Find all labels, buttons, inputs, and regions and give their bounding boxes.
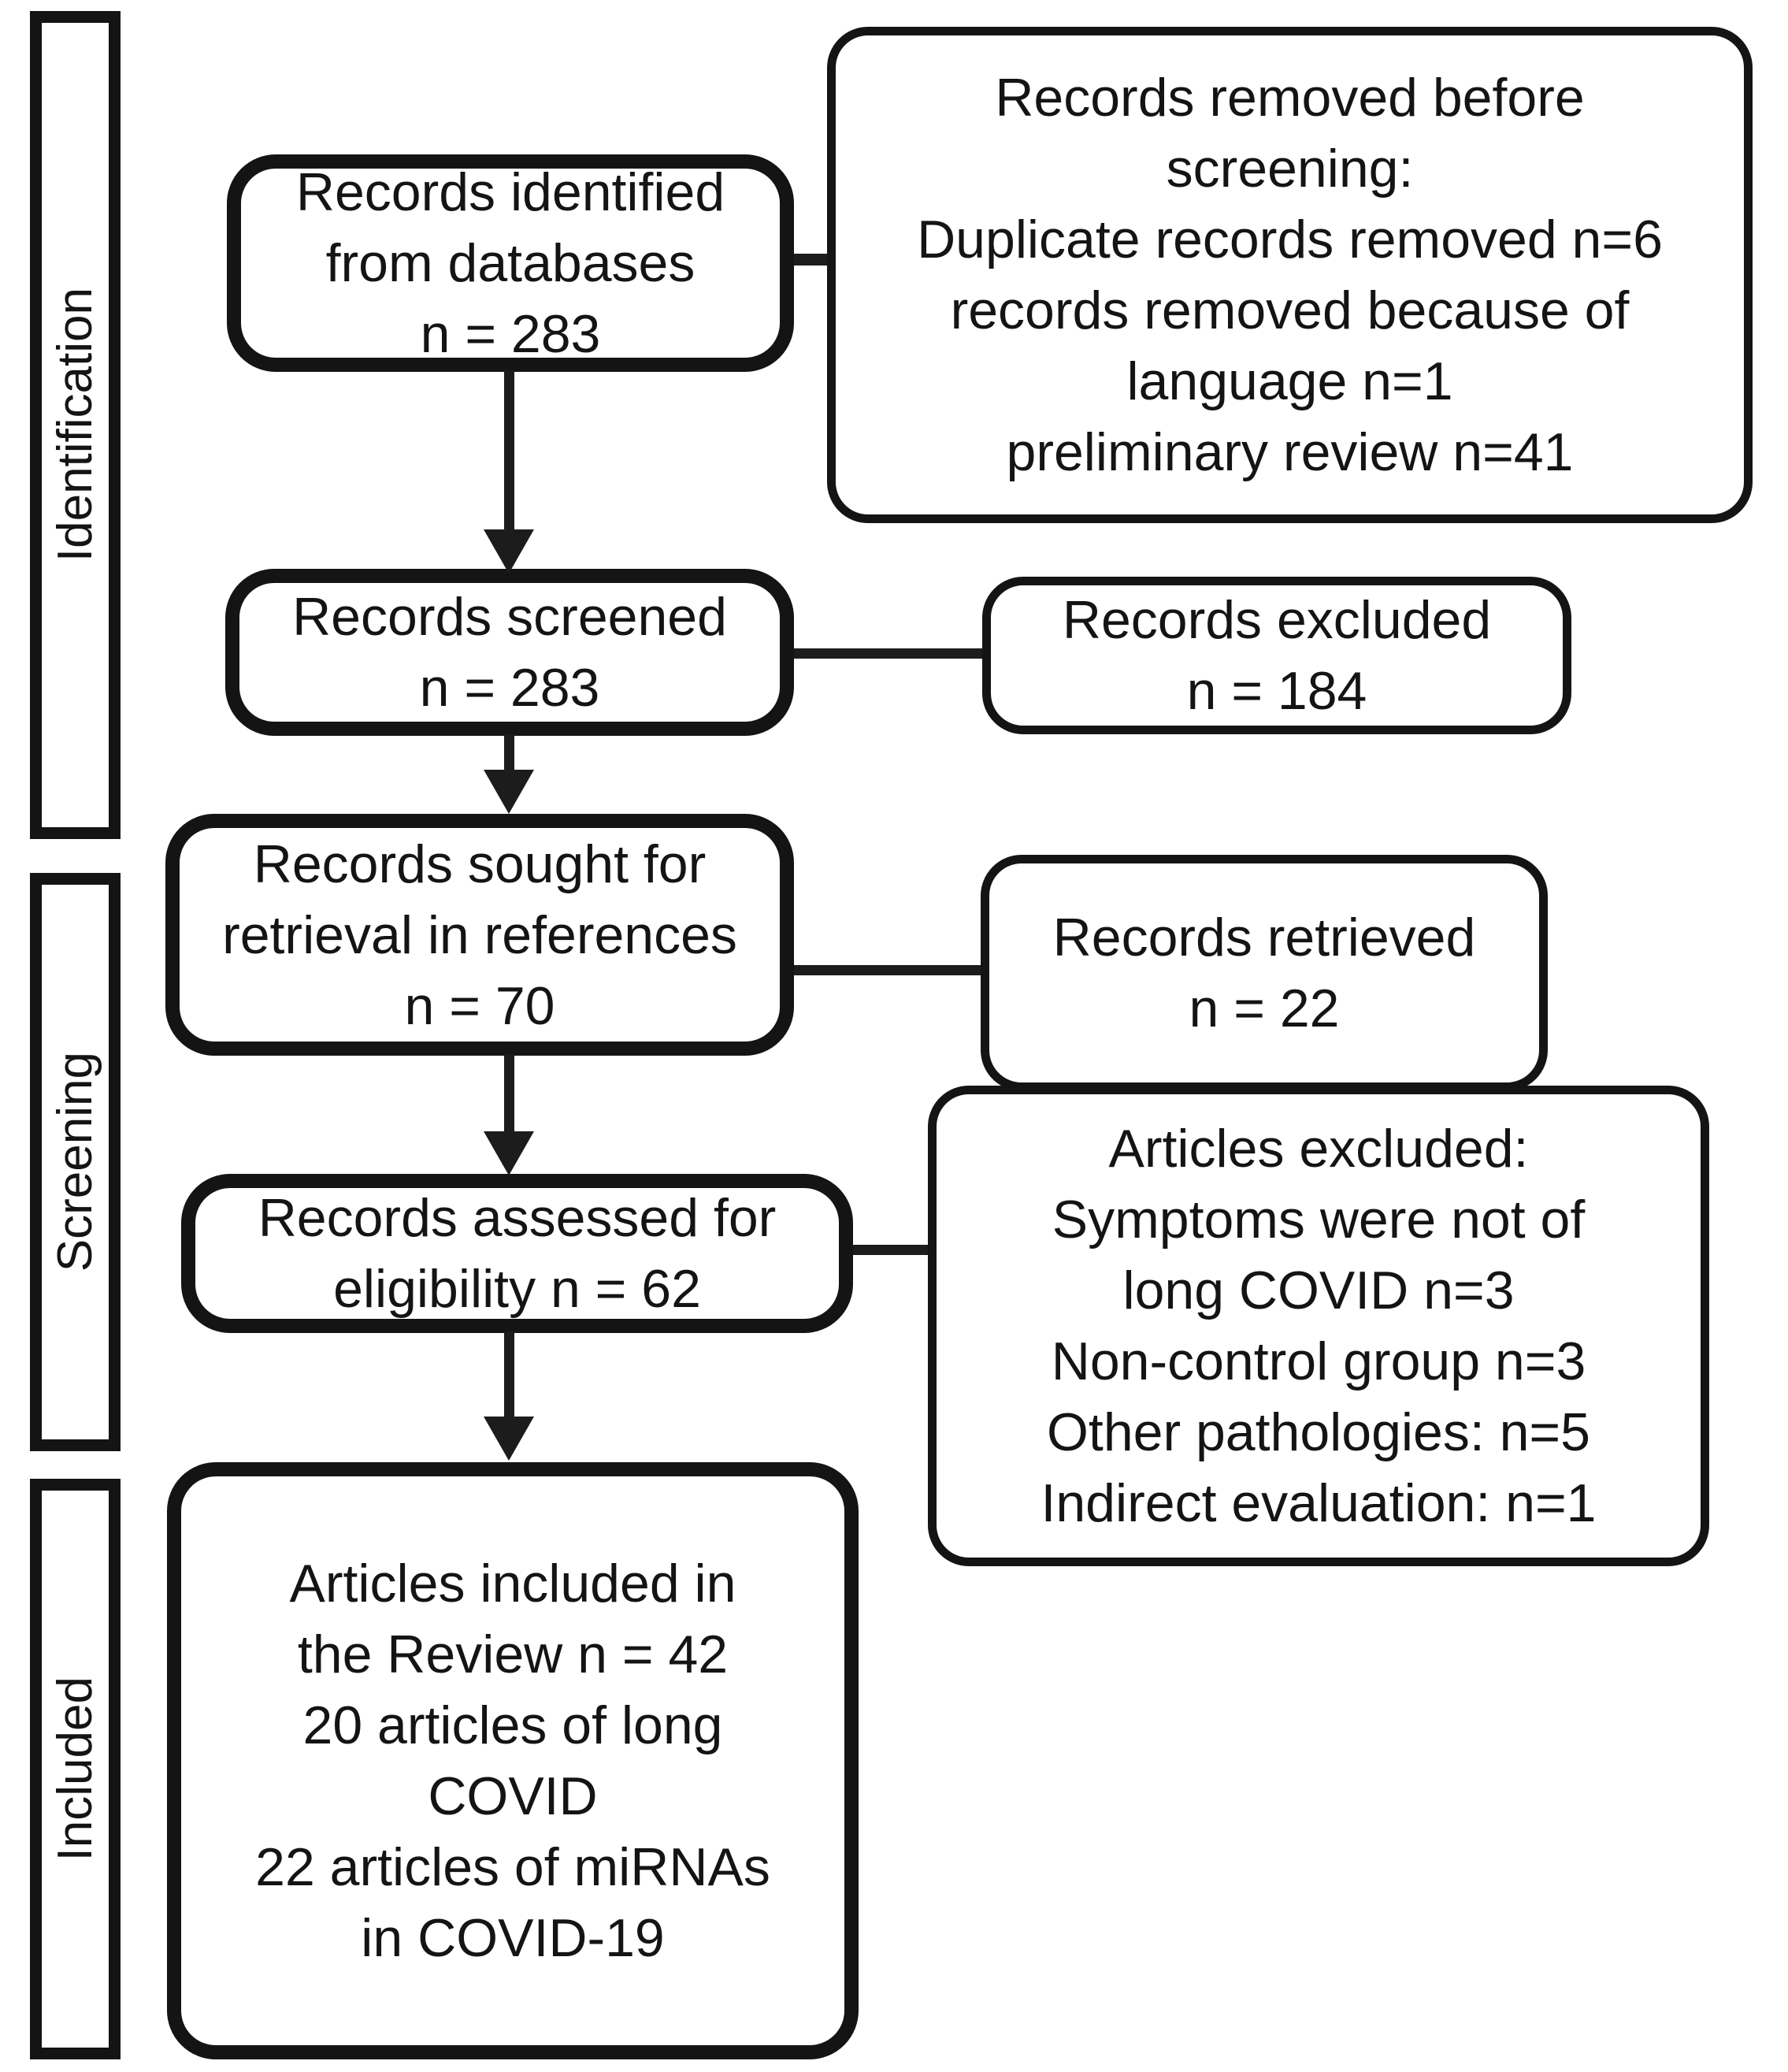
connector-line [794, 254, 827, 265]
text-line: Records excluded [1062, 590, 1492, 650]
stage-box-identification: Identification [30, 11, 121, 839]
text-line: 22 articles of miRNAs [255, 1837, 770, 1897]
text-line: Articles excluded: [1108, 1119, 1529, 1179]
flow-box-records-assessed: Records assessed for eligibility n = 62 [181, 1174, 853, 1333]
text-line: screening: [1166, 139, 1414, 199]
side-box-articles-excluded: Articles excluded: Symptoms were not of … [928, 1086, 1709, 1566]
connector-line [794, 648, 982, 659]
text-line: Records sought for [253, 834, 707, 894]
arrow-down-icon [484, 1417, 534, 1461]
text-line: long COVID n=3 [1122, 1261, 1515, 1320]
text-line: n = 283 [419, 658, 600, 718]
arrow-down-icon [484, 1131, 534, 1175]
text-line: preliminary review n=41 [1006, 422, 1574, 482]
text-line: Non-control group n=3 [1051, 1331, 1586, 1391]
text-line: the Review n = 42 [297, 1625, 729, 1684]
flow-box-articles-included: Articles included in the Review n = 42 2… [167, 1462, 859, 2059]
text-line: from databases [325, 233, 696, 293]
stage-label-screening: Screening [47, 1052, 102, 1272]
arrow-stem [504, 734, 514, 772]
text-line: COVID [428, 1766, 598, 1826]
arrow-stem [504, 1054, 514, 1134]
text-line: n = 283 [420, 304, 601, 364]
text-line: Records identified [295, 162, 725, 222]
arrow-stem [504, 370, 514, 532]
text-line: n = 70 [404, 975, 555, 1036]
arrow-down-icon [484, 770, 534, 814]
text-line: Records retrieved [1052, 908, 1476, 967]
text-line: Records screened [292, 587, 727, 647]
connector-line [794, 965, 981, 975]
flow-box-records-screened: Records screened n = 283 [225, 569, 794, 736]
stage-label-identification: Identification [47, 288, 102, 563]
text-line: Articles included in [289, 1554, 736, 1613]
text-line: retrieval in references [222, 904, 737, 965]
side-box-records-retrieved: Records retrieved n = 22 [981, 855, 1548, 1091]
flow-box-records-sought: Records sought for retrieval in referenc… [165, 814, 794, 1056]
text-line: language n=1 [1126, 351, 1453, 411]
arrow-stem [504, 1331, 514, 1420]
side-box-records-excluded: Records excluded n = 184 [982, 577, 1571, 734]
text-line: eligibility n = 62 [333, 1259, 701, 1319]
flow-box-records-identified: Records identified from databases n = 28… [227, 154, 794, 372]
side-box-records-removed-before-screening: Records removed before screening: Duplic… [827, 27, 1753, 523]
text-line: Records assessed for [258, 1188, 777, 1248]
connector-line [853, 1245, 928, 1255]
stage-label-included: Included [47, 1677, 102, 1862]
text-line: in COVID-19 [361, 1908, 665, 1968]
text-line: Records removed before [995, 68, 1585, 128]
stage-box-included: Included [30, 1479, 121, 2059]
arrow-down-icon [484, 529, 534, 574]
stage-box-screening: Screening [30, 873, 121, 1451]
text-line: n = 184 [1186, 661, 1367, 721]
text-line: records removed because of [950, 280, 1630, 340]
text-line: Indirect evaluation: n=1 [1041, 1473, 1597, 1533]
text-line: Symptoms were not of [1052, 1190, 1586, 1250]
text-line: Duplicate records removed n=6 [917, 210, 1663, 269]
text-line: n = 22 [1189, 978, 1340, 1038]
text-line: Other pathologies: n=5 [1047, 1402, 1590, 1462]
text-line: 20 articles of long [302, 1695, 723, 1755]
